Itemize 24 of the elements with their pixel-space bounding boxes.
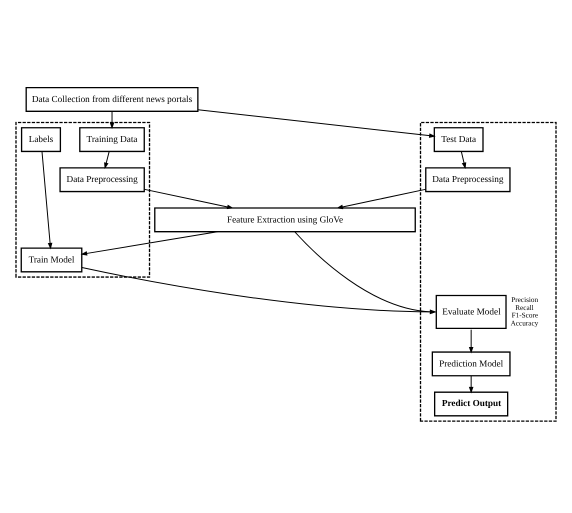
arrow bbox=[336, 188, 426, 209]
node-box: Train Model bbox=[20, 246, 82, 272]
arrow bbox=[42, 150, 52, 250]
node-box: Data Preprocessing bbox=[59, 166, 145, 192]
node-box: Feature Extraction using GloVe bbox=[154, 206, 416, 232]
node-box: Test Data bbox=[434, 126, 484, 152]
node-box: Prediction Model bbox=[432, 350, 511, 376]
node-box: Labels bbox=[20, 126, 62, 152]
node-box: Data Collection from different news portals bbox=[26, 86, 199, 112]
cluster bbox=[420, 121, 557, 422]
arrow bbox=[460, 150, 466, 169]
arrow bbox=[80, 230, 218, 256]
node-box: Training Data bbox=[79, 126, 145, 152]
arrow bbox=[144, 188, 234, 209]
node-box: Evaluate Model bbox=[436, 294, 507, 329]
arrow bbox=[294, 230, 436, 314]
arrow bbox=[110, 110, 114, 129]
arrow bbox=[468, 374, 474, 393]
arrow bbox=[197, 108, 436, 138]
arrow bbox=[104, 150, 110, 169]
node-box: Data Preprocessing bbox=[425, 166, 511, 192]
arrow bbox=[468, 328, 474, 354]
arrow bbox=[81, 266, 436, 314]
node-box: Predict Output bbox=[434, 391, 508, 416]
